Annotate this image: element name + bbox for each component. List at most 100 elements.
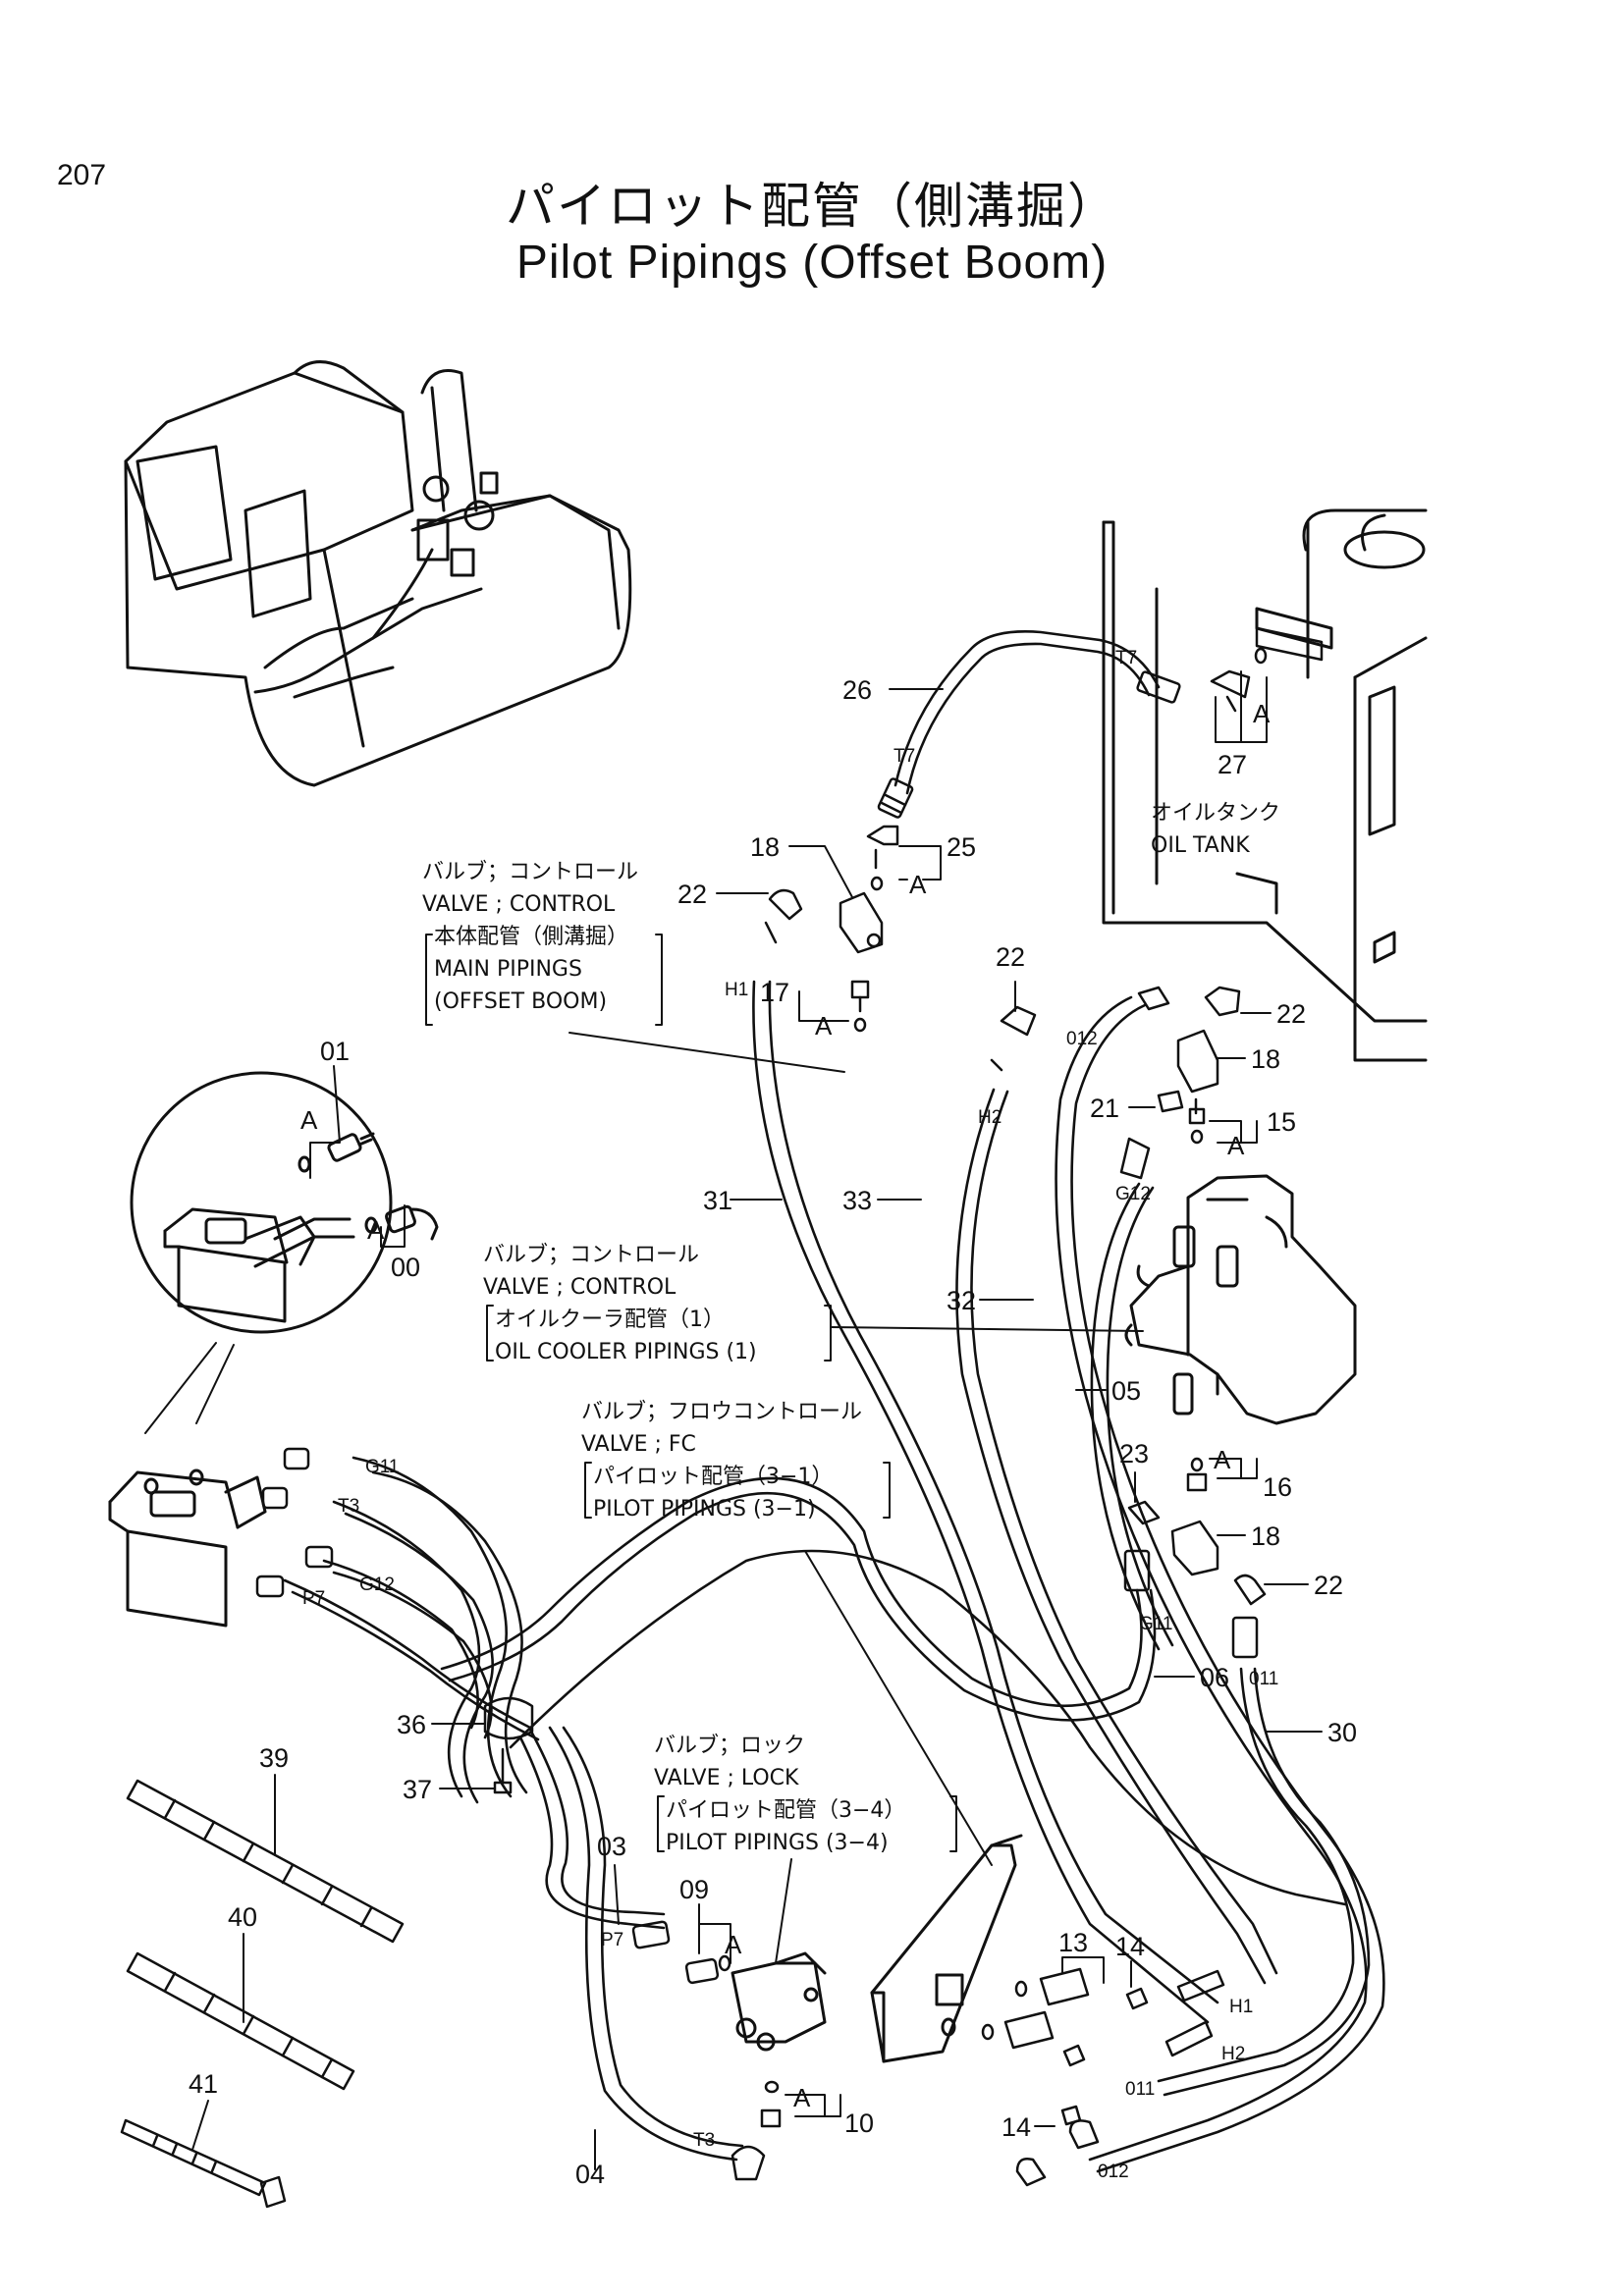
note-line: VALVE ; LOCK	[654, 1766, 799, 1790]
note-line: VALVE ; CONTROL	[483, 1275, 677, 1300]
part-18-right: 18	[1251, 1044, 1280, 1074]
port-011-lower: 011	[1125, 2079, 1155, 2100]
port-012-top: 012	[1066, 1029, 1098, 1049]
part-22-mid: 22	[996, 942, 1025, 972]
part-15: 15	[1267, 1107, 1296, 1137]
port-t7-right: T7	[1115, 648, 1137, 668]
detail-a: A	[815, 1011, 833, 1041]
port-g11-right: G11	[1139, 1614, 1173, 1634]
lock-bracket	[870, 1834, 1023, 2063]
part-06: 06	[1200, 1663, 1229, 1692]
part-03: 03	[597, 1832, 626, 1861]
port-h1-lower: H1	[1229, 1997, 1253, 2017]
note-line: OIL TANK	[1151, 833, 1250, 858]
note-valve-control-cooler: バルブ；コントロール VALVE ; CONTROL オイルクーラ配管（1） O…	[483, 1239, 757, 1368]
port-012-lower: 012	[1098, 2162, 1129, 2182]
lock-valve	[731, 1951, 827, 2052]
detail-a: A	[725, 1930, 742, 1959]
detail-a: A	[793, 2083, 811, 2112]
port-p7-lower: P7	[601, 1930, 623, 1950]
title-english: Pilot Pipings (Offset Boom)	[515, 237, 1109, 289]
part-26: 26	[842, 675, 872, 705]
part-22-topright: 22	[1276, 999, 1306, 1029]
port-h1-top: H1	[725, 980, 748, 1000]
part-18-top: 18	[750, 832, 780, 862]
part-37: 37	[403, 1775, 432, 1804]
port-g12-top: G12	[1115, 1184, 1151, 1204]
part-23: 23	[1119, 1439, 1149, 1468]
port-h2-top: H2	[978, 1107, 1001, 1128]
port-g11-left: G11	[365, 1457, 400, 1477]
part-33: 33	[842, 1186, 872, 1215]
part-36: 36	[397, 1710, 426, 1739]
part-16: 16	[1263, 1472, 1292, 1502]
note-line: オイルクーラ配管（1）	[495, 1308, 725, 1332]
note-brackets	[425, 934, 957, 1852]
port-labels: T7 T7 H1 H2 012 G12 G11 011 G11 T3 G12 P…	[302, 648, 1278, 2182]
part-14-right: 14	[1115, 1932, 1145, 1961]
protector-sleeves	[120, 1779, 405, 2209]
part-numbers: 26 27 25 18 22 17 22 22 18 21 15 31 33 3…	[189, 675, 1357, 2189]
part-17: 17	[760, 978, 789, 1007]
note-line: バルブ；コントロール	[483, 1243, 700, 1267]
detail-a: A	[909, 870, 927, 899]
detail-a: A	[1253, 699, 1271, 728]
detail-a-labels: A A A A A A A A A	[300, 699, 1271, 2112]
note-line: オイルタンク	[1151, 801, 1281, 826]
note-line: PILOT PIPINGS (3−4)	[666, 1831, 889, 1855]
port-t3-left: T3	[338, 1496, 359, 1517]
detail-a: A	[1214, 1445, 1231, 1474]
note-line: MAIN PIPINGS	[434, 957, 582, 982]
port-011-right: 011	[1249, 1669, 1278, 1689]
note-valve-fc: バルブ；フロウコントロール VALVE ; FC パイロット配管（3−1） PI…	[581, 1396, 862, 1525]
detail-a: A	[1227, 1131, 1245, 1160]
port-t7-left: T7	[893, 746, 915, 767]
part-21: 21	[1090, 1094, 1119, 1123]
part-30: 30	[1327, 1718, 1357, 1747]
part-41: 41	[189, 2069, 218, 2099]
part-22-lower: 22	[1314, 1571, 1343, 1600]
note-line: (OFFSET BOOM)	[434, 989, 608, 1014]
note-line: OIL COOLER PIPINGS (1)	[495, 1340, 757, 1364]
part-05: 05	[1111, 1376, 1141, 1406]
part-25: 25	[947, 832, 976, 862]
note-line: バルブ；ロック	[654, 1734, 806, 1758]
part-13: 13	[1058, 1928, 1088, 1957]
part-14-lower: 14	[1001, 2112, 1031, 2142]
oil-tank	[1102, 508, 1428, 1062]
note-line: バルブ；フロウコントロール	[581, 1400, 863, 1424]
note-line: 本体配管（側溝掘）	[434, 925, 629, 949]
detail-a: A	[367, 1215, 385, 1245]
part-09: 09	[679, 1875, 709, 1904]
leader-lines	[191, 670, 1323, 2170]
page-number: 207	[57, 159, 107, 191]
note-valve-control-main: バルブ；コントロール VALVE ; CONTROL 本体配管（側溝掘） MAI…	[422, 856, 638, 1018]
port-p7-left: P7	[302, 1588, 325, 1609]
title-japanese: パイロット配管（側溝掘）	[506, 178, 1118, 235]
part-04: 04	[575, 2160, 605, 2189]
port-t3-lower: T3	[693, 2130, 715, 2151]
part-00: 00	[391, 1253, 420, 1282]
note-valve-lock: バルブ；ロック VALVE ; LOCK パイロット配管（3−4） PILOT …	[654, 1730, 905, 1859]
part-32: 32	[947, 1286, 976, 1315]
part-40: 40	[228, 1902, 257, 1932]
control-valve-body	[1124, 1174, 1357, 1425]
port-g12-left: G12	[359, 1575, 395, 1595]
hose-bundle	[283, 630, 1385, 2173]
note-line: VALVE ; FC	[581, 1432, 696, 1457]
note-oil-tank: オイルタンク OIL TANK	[1151, 797, 1280, 862]
part-10: 10	[844, 2109, 874, 2138]
note-line: パイロット配管（3−4）	[666, 1798, 906, 1823]
excavator-overview	[124, 360, 632, 787]
note-line: パイロット配管（3−1）	[593, 1465, 834, 1489]
pilot-valve	[108, 1468, 267, 1628]
part-39: 39	[259, 1743, 289, 1773]
port-h2-lower: H2	[1221, 2044, 1245, 2064]
note-line: バルブ；コントロール	[422, 860, 639, 884]
pilot-valve-detail	[130, 1071, 439, 1434]
part-31: 31	[703, 1186, 732, 1215]
part-22-left: 22	[677, 880, 707, 909]
part-18-lower: 18	[1251, 1522, 1280, 1551]
fittings	[255, 626, 1324, 2187]
